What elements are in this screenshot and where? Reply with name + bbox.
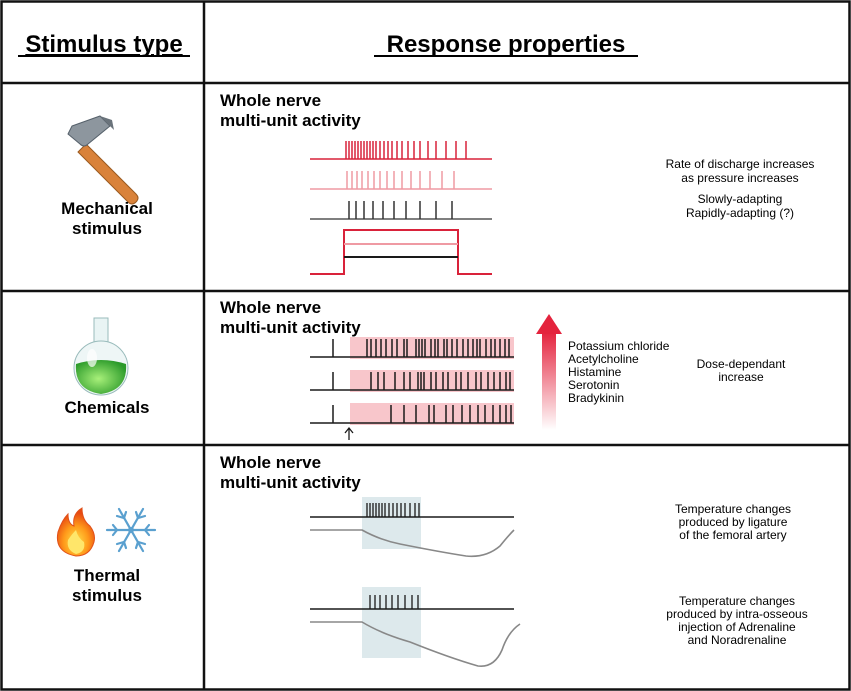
recording-title-2b: multi-unit activity — [220, 318, 361, 337]
thermal-note-bottom-3: injection of Adrenaline — [678, 620, 796, 634]
recording-title-2a: Whole nerve — [220, 298, 321, 317]
stimulus-label-mechanical-1: Mechanical — [61, 199, 153, 218]
header-response-properties: Response properties — [387, 31, 626, 58]
pressure-step-traces — [310, 229, 492, 275]
stimulus-label-thermal-2: stimulus — [72, 586, 142, 605]
flask-icon — [73, 317, 129, 396]
chemical-note-2: increase — [718, 370, 764, 384]
snowflake-icon — [105, 507, 157, 553]
agent-2: Acetylcholine — [568, 352, 639, 366]
agent-4: Serotonin — [568, 378, 619, 392]
stimulus-label-thermal-1: Thermal — [74, 566, 140, 585]
agent-1: Potassium chloride — [568, 339, 670, 353]
thermal-note-bottom-4: and Noradrenaline — [688, 633, 787, 647]
thermal-traces — [310, 503, 521, 667]
flame-icon — [56, 507, 95, 557]
header-stimulus-type: Stimulus type — [25, 31, 182, 58]
recording-title-1a: Whole nerve — [220, 91, 321, 110]
thermal-note-top-2: produced by ligature — [679, 515, 788, 529]
stimulus-label-chemicals: Chemicals — [64, 398, 149, 417]
chemical-response-shading — [350, 337, 514, 425]
thermal-note-bottom-2: produced by intra-osseous — [666, 607, 807, 621]
agent-3: Histamine — [568, 365, 622, 379]
mechanical-spike-trains — [310, 141, 492, 220]
mechanical-note-1: Rate of discharge increases — [666, 157, 815, 171]
recording-title-3b: multi-unit activity — [220, 473, 361, 492]
stimulus-label-mechanical-2: stimulus — [72, 219, 142, 238]
chemical-note-1: Dose-dependant — [697, 357, 786, 371]
dose-increase-arrow-icon — [536, 314, 562, 430]
injection-marker-arrow-icon — [344, 426, 354, 440]
hammer-icon — [67, 115, 139, 205]
recording-title-3a: Whole nerve — [220, 453, 321, 472]
recording-title-1b: multi-unit activity — [220, 111, 361, 130]
thermal-note-bottom-1: Temperature changes — [679, 594, 795, 608]
mechanical-note-2: as pressure increases — [681, 171, 798, 185]
thermal-note-top-3: of the femoral artery — [679, 528, 786, 542]
thermal-note-top-1: Temperature changes — [675, 502, 791, 516]
chemical-spike-trains — [310, 339, 514, 424]
mechanical-note-4: Rapidly-adapting (?) — [686, 206, 794, 220]
mechanical-note-3: Slowly-adapting — [698, 192, 783, 206]
agent-5: Bradykinin — [568, 391, 624, 405]
thermal-window-shading — [362, 497, 421, 658]
